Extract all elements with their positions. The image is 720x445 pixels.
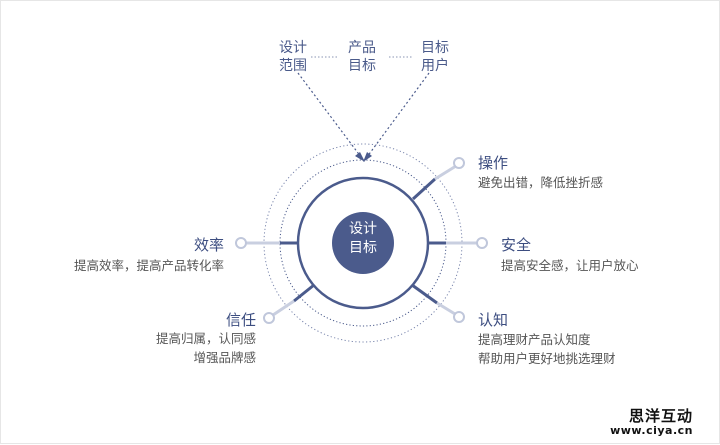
- pillar-trust-desc-2: 增强品牌感: [193, 350, 256, 365]
- core-circle: [332, 212, 394, 274]
- spoke-trust-light: [272, 299, 295, 317]
- node-efficiency: [235, 237, 247, 249]
- pillar-operation-title: 操作: [478, 154, 509, 172]
- pillar-efficiency-desc: 提高效率，提高产品转化率: [73, 258, 224, 273]
- spoke-cognition-dark: [411, 283, 438, 305]
- arrow-left-line: [297, 72, 362, 158]
- label-design-scope-line1: 设计: [279, 40, 307, 56]
- core-label-line2: 目标: [349, 240, 377, 256]
- spoke-cognition-light: [436, 301, 456, 316]
- pillar-safety-desc: 提高安全感，让用户放心: [501, 258, 639, 273]
- pillar-cognition-desc-2: 帮助用户更好地挑选理财: [478, 351, 616, 366]
- label-product-goal: 产品 目标: [332, 39, 392, 75]
- pillar-cognition-desc-1: 提高理财产品认知度: [478, 332, 591, 347]
- core-label: 设计 目标: [331, 220, 395, 258]
- label-design-scope-line2: 范围: [279, 58, 307, 74]
- arrow-right-head: [363, 152, 372, 162]
- watermark-url: www.ciya.cn: [610, 424, 693, 437]
- spoke-operation-dark: [411, 177, 437, 201]
- pillar-efficiency-title: 效率: [193, 236, 224, 254]
- spoke-trust-dark: [293, 283, 315, 303]
- label-target-user: 目标 用户: [405, 39, 465, 75]
- node-cognition: [453, 311, 465, 323]
- arrow-left-head: [355, 152, 365, 162]
- pillar-trust-desc-1: 提高归属，认同感: [155, 331, 256, 346]
- spoke-operation-light: [434, 164, 457, 181]
- pillar-cognition-title: 认知: [478, 311, 509, 329]
- node-operation: [453, 157, 465, 169]
- label-target-user-line1: 目标: [421, 40, 449, 56]
- label-product-goal-line1: 产品: [348, 40, 376, 56]
- core-label-line1: 设计: [349, 221, 377, 237]
- node-safety: [476, 237, 488, 249]
- pillar-operation-desc: 避免出错，降低挫折感: [478, 175, 604, 190]
- arrow-right-line: [366, 72, 430, 158]
- label-product-goal-line2: 目标: [348, 58, 376, 74]
- node-trust: [263, 312, 275, 324]
- label-design-scope: 设计 范围: [263, 39, 323, 75]
- watermark-name: 思洋互动: [628, 407, 693, 425]
- pillar-trust-title: 信任: [225, 311, 256, 329]
- label-target-user-line2: 用户: [421, 58, 449, 74]
- pillar-safety-title: 安全: [501, 236, 532, 254]
